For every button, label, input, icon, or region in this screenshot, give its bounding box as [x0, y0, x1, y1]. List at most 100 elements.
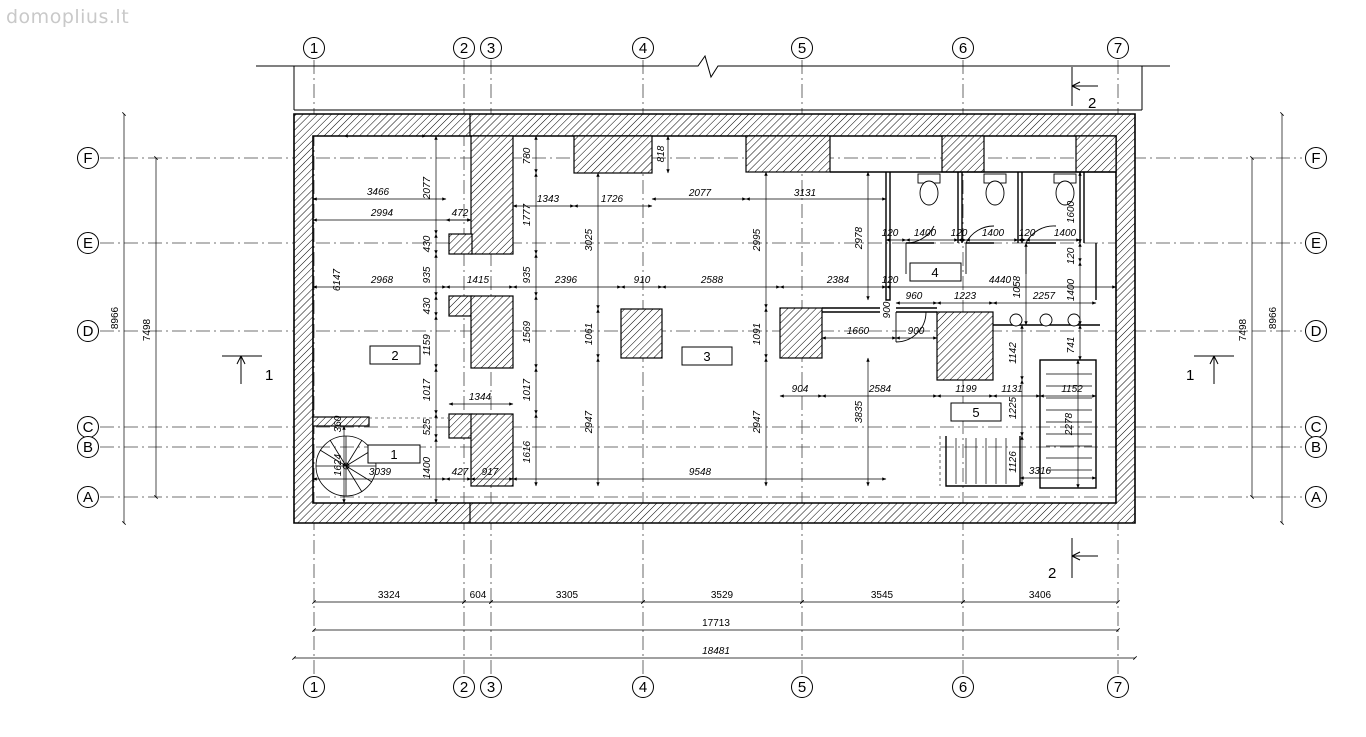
grid-col-7-bottom: 7 — [1114, 679, 1122, 696]
grid-col-6-bottom: 6 — [959, 679, 967, 696]
dim-3039: 3039 — [369, 467, 392, 478]
dim-2995: 2995 — [752, 228, 763, 252]
dim-910: 910 — [634, 275, 651, 286]
dim-6147: 6147 — [332, 268, 343, 291]
dim-1344: 1344 — [469, 392, 492, 403]
section-1-right-label: 1 — [1186, 367, 1194, 384]
grid-row-e-left: E — [83, 235, 93, 252]
section-2-top-label: 2 — [1088, 95, 1096, 112]
grid-col-2-top: 2 — [460, 40, 468, 57]
dim-2968: 2968 — [370, 275, 394, 286]
dim-2384: 2384 — [826, 275, 850, 286]
grid-col-5-bottom: 5 — [798, 679, 806, 696]
grid-col-3-top: 3 — [487, 40, 495, 57]
grid-row-f-right: F — [1311, 150, 1320, 167]
dim-1225: 1225 — [1008, 396, 1019, 419]
grid-bubble-labels: 1 2 3 4 5 6 7 1 2 3 4 5 6 7 F E D C B A … — [83, 40, 1322, 696]
dim-818: 818 — [656, 145, 667, 162]
grid-row-f-left: F — [83, 150, 92, 167]
interior-walls — [312, 135, 1117, 487]
dim-3131: 3131 — [794, 188, 816, 199]
dim-1017a: 1017 — [422, 378, 433, 401]
dim-1142: 1142 — [1008, 342, 1019, 364]
hidden-lines — [369, 417, 941, 486]
dim-1400e: 1400 — [1066, 278, 1077, 301]
room-3-label: 3 — [703, 349, 710, 364]
grid-row-b-left: B — [83, 439, 93, 456]
dim-2994: 2994 — [370, 208, 394, 219]
dim-472: 472 — [452, 208, 469, 219]
grid-col-1-top: 1 — [310, 40, 318, 57]
dim-2947b: 2947 — [752, 410, 763, 434]
dim-1131: 1131 — [1001, 384, 1023, 395]
dim-right-axes: 7498 — [1238, 318, 1249, 341]
dim-1400b: 1400 — [914, 228, 937, 239]
room-1-label: 1 — [390, 447, 397, 462]
dim-1058: 1058 — [1012, 275, 1023, 298]
section-2-bottom-label: 2 — [1048, 565, 1056, 582]
dim-1159: 1159 — [422, 334, 433, 356]
dim-2077b: 2077 — [688, 188, 712, 199]
dim-780: 780 — [522, 147, 533, 164]
dim-360: 360 — [333, 415, 344, 432]
dim-960: 960 — [906, 291, 923, 302]
dim-2588: 2588 — [700, 275, 724, 286]
room-5-label: 5 — [972, 405, 979, 420]
dim-bottom-2: 604 — [470, 590, 487, 601]
dim-2257: 2257 — [1032, 291, 1056, 302]
grid-col-4-top: 4 — [639, 40, 647, 57]
dim-1777: 1777 — [522, 203, 533, 226]
dim-3025: 3025 — [584, 228, 595, 251]
grid-row-d-left: D — [83, 323, 94, 340]
dim-430a: 430 — [422, 235, 433, 252]
dim-1126: 1126 — [1008, 451, 1019, 473]
grid-row-c-left: C — [83, 419, 94, 436]
dim-right-overall: 8966 — [1268, 306, 1279, 329]
grid-col-4-bottom: 4 — [639, 679, 647, 696]
grid-col-2-bottom: 2 — [460, 679, 468, 696]
grid-row-e-right: E — [1311, 235, 1321, 252]
dim-2396: 2396 — [554, 275, 578, 286]
dim-917: 917 — [482, 467, 499, 478]
dim-left-overall: 8966 — [110, 306, 121, 329]
room-2-label: 2 — [391, 348, 398, 363]
dim-1400a: 1400 — [422, 456, 433, 479]
dim-120d: 120 — [1066, 247, 1077, 264]
dim-1400c: 1400 — [982, 228, 1005, 239]
dim-1223: 1223 — [954, 291, 977, 302]
dim-120b: 120 — [951, 228, 968, 239]
grid-row-d-right: D — [1311, 323, 1322, 340]
dim-3316: 3316 — [1029, 466, 1052, 477]
dim-1660: 1660 — [847, 326, 870, 337]
dim-427: 427 — [452, 467, 469, 478]
dim-bottom-1: 3324 — [378, 590, 401, 601]
grid-col-6-top: 6 — [959, 40, 967, 57]
spiral-stair — [315, 435, 377, 497]
dim-total-axes: 17713 — [702, 618, 730, 629]
dim-1199: 1199 — [955, 384, 977, 395]
dim-2947a: 2947 — [584, 410, 595, 434]
grid-col-7-top: 7 — [1114, 40, 1122, 57]
grid-bubbles — [77, 37, 1327, 698]
dim-1152: 1152 — [1061, 384, 1083, 395]
dim-900a: 900 — [882, 301, 893, 318]
dim-1091: 1091 — [752, 323, 763, 345]
dim-1415: 1415 — [467, 275, 490, 286]
dim-935b: 935 — [522, 266, 533, 283]
break-line — [256, 54, 1170, 111]
dim-1726: 1726 — [601, 194, 624, 205]
dim-741: 741 — [1066, 337, 1077, 354]
section-1-left-label: 1 — [265, 367, 273, 384]
dim-935a: 935 — [422, 266, 433, 283]
dim-1017b: 1017 — [522, 378, 533, 401]
grid-row-b-right: B — [1311, 439, 1321, 456]
dim-1400d: 1400 — [1054, 228, 1077, 239]
dimension-lines — [122, 112, 1284, 660]
dim-3466: 3466 — [367, 187, 390, 198]
dim-120e: 120 — [882, 275, 899, 286]
grid-col-1-bottom: 1 — [310, 679, 318, 696]
dimension-labels: 3324 604 3305 3529 3545 3406 17713 18481… — [110, 145, 1279, 657]
dim-bottom-5: 3545 — [871, 590, 894, 601]
dim-1624: 1624 — [333, 453, 344, 476]
